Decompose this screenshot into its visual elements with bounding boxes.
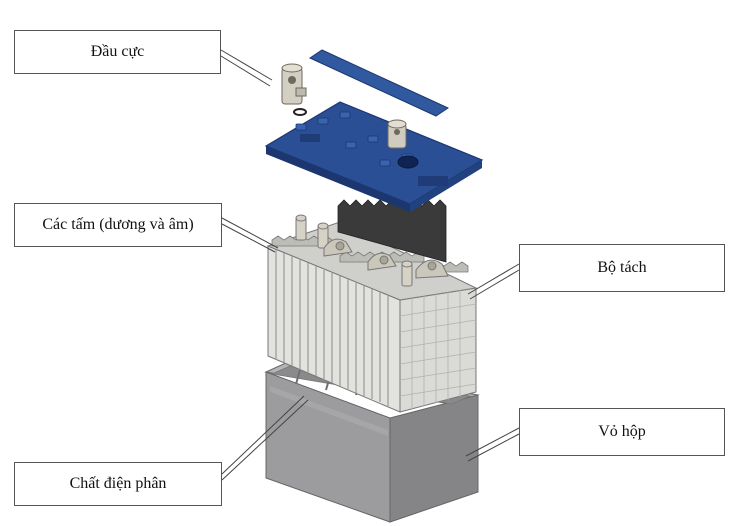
leader-lines <box>220 49 520 481</box>
label-electrolyte-text: Chất điện phân <box>69 475 167 492</box>
label-case-text: Vỏ hộp <box>598 423 646 440</box>
lid-terminal-post <box>387 119 407 149</box>
label-separator: Bộ tách <box>519 244 725 292</box>
battery-lid <box>264 101 484 212</box>
label-separator-text: Bộ tách <box>597 259 647 276</box>
label-plates-text: Các tấm (dương và âm) <box>42 216 194 233</box>
plate-block <box>266 199 478 413</box>
lid-strip <box>308 49 450 117</box>
label-plates: Các tấm (dương và âm) <box>14 203 222 247</box>
label-case: Vỏ hộp <box>519 408 725 456</box>
loose-terminal <box>281 63 307 116</box>
label-terminal: Đầu cực <box>14 30 221 74</box>
label-terminal-text: Đầu cực <box>90 43 145 60</box>
label-electrolyte: Chất điện phân <box>14 462 222 506</box>
